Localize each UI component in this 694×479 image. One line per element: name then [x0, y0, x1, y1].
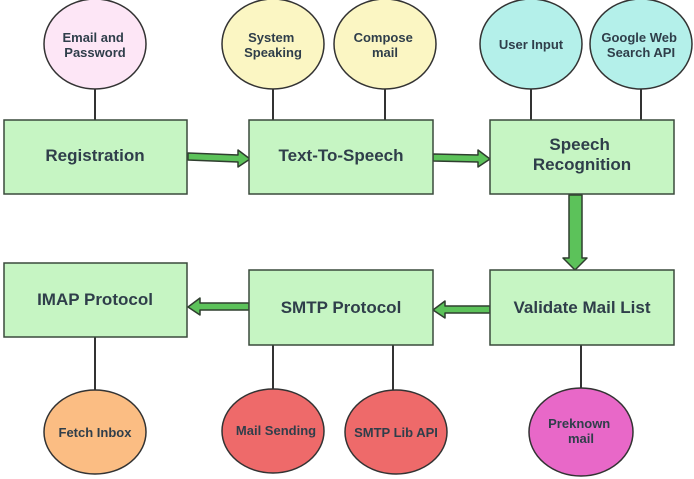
- system-speaking-line-2: Speaking: [244, 45, 302, 60]
- input-circles: [43, 0, 693, 477]
- compose-mail-circle: [333, 0, 437, 90]
- google-api-line-2: Search API: [607, 45, 675, 60]
- flow-arrows: [187, 149, 588, 319]
- google-api-label: Google Web Search API: [601, 30, 680, 60]
- speech-recognition-box: [489, 119, 675, 195]
- preknown-mail-line-1: Preknown: [548, 416, 610, 431]
- tts-label: Text-To-Speech: [279, 146, 404, 165]
- fetch-inbox-circle: [43, 389, 147, 475]
- mail-sending-label: Mail Sending: [236, 423, 316, 438]
- speech-recognition-line-2: Recognition: [533, 155, 631, 174]
- email-password-line-1: Email and: [62, 30, 123, 45]
- tts-box: [248, 119, 434, 195]
- system-speaking-line-1: System: [248, 30, 294, 45]
- smtp-box: [248, 269, 434, 346]
- registration-label: Registration: [45, 146, 144, 165]
- email-password-circle: [43, 0, 147, 90]
- user-input-circle: [479, 0, 583, 90]
- google-api-line-1: Google Web: [601, 30, 677, 45]
- preknown-mail-circle: [528, 387, 634, 477]
- arrow-validate-to-smtp: [432, 300, 491, 319]
- connectors: [94, 88, 642, 391]
- arrow-tts-to-speech: [432, 149, 491, 168]
- google-api-circle: [589, 0, 693, 90]
- email-password-line-2: Password: [64, 45, 125, 60]
- process-boxes: [3, 119, 675, 346]
- compose-mail-line-2: mail: [372, 45, 398, 60]
- arrow-smtp-to-imap: [187, 297, 250, 316]
- user-input-label: User Input: [499, 37, 564, 52]
- system-speaking-label: System Speaking: [244, 30, 302, 60]
- validate-label: Validate Mail List: [514, 298, 651, 317]
- smtp-lib-circle: [344, 389, 448, 475]
- arrow-registration-to-tts: [187, 149, 251, 168]
- speech-recognition-label: Speech Recognition: [533, 135, 631, 174]
- compose-mail-line-1: Compose: [354, 30, 413, 45]
- mail-sending-circle: [221, 388, 325, 474]
- imap-box: [3, 262, 188, 338]
- speech-recognition-line-1: Speech: [549, 135, 609, 154]
- validate-box: [489, 269, 675, 346]
- smtp-lib-label: SMTP Lib API: [354, 425, 438, 440]
- imap-label: IMAP Protocol: [37, 290, 153, 309]
- compose-mail-label: Compose mail: [354, 30, 417, 60]
- preknown-mail-label: Preknown mail: [548, 416, 614, 446]
- fetch-inbox-label: Fetch Inbox: [59, 425, 133, 440]
- email-password-label: Email and Password: [62, 30, 127, 60]
- arrow-speech-to-validate: [562, 194, 588, 271]
- smtp-label: SMTP Protocol: [281, 298, 402, 317]
- preknown-mail-line-2: mail: [568, 431, 594, 446]
- system-speaking-circle: [221, 0, 325, 90]
- registration-box: [3, 119, 188, 195]
